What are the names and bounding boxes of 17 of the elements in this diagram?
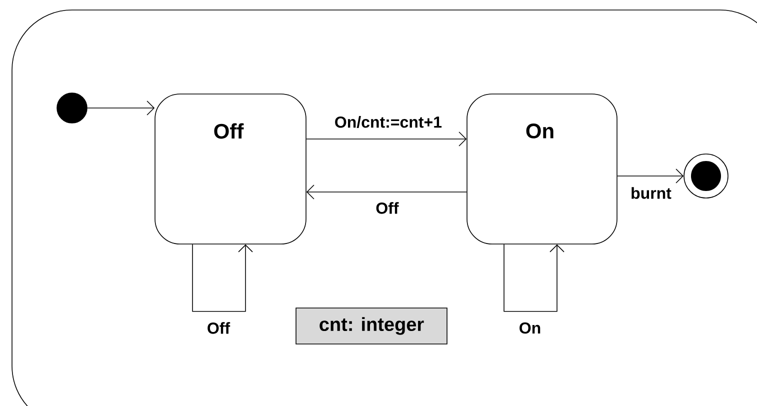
region-frame <box>12 10 757 406</box>
transition-arrow <box>87 100 155 116</box>
state-box: Off <box>154 94 306 244</box>
state-box: On <box>466 94 618 244</box>
transition-arrow <box>306 184 467 200</box>
transition-arrow <box>306 132 467 146</box>
final-state <box>684 154 728 198</box>
transition-arrow <box>504 244 564 312</box>
attribute-box: cnt: integer <box>296 308 448 344</box>
edge-label: On <box>518 321 542 335</box>
edge-label: Off <box>206 321 232 335</box>
transition-arrow <box>192 244 253 312</box>
transition-arrow <box>617 168 684 184</box>
edge-label: On/cnt:=cnt+1 <box>333 115 443 129</box>
edge-label: Off <box>374 201 400 215</box>
initial-state <box>56 92 88 124</box>
edge-label: burnt <box>630 186 672 200</box>
